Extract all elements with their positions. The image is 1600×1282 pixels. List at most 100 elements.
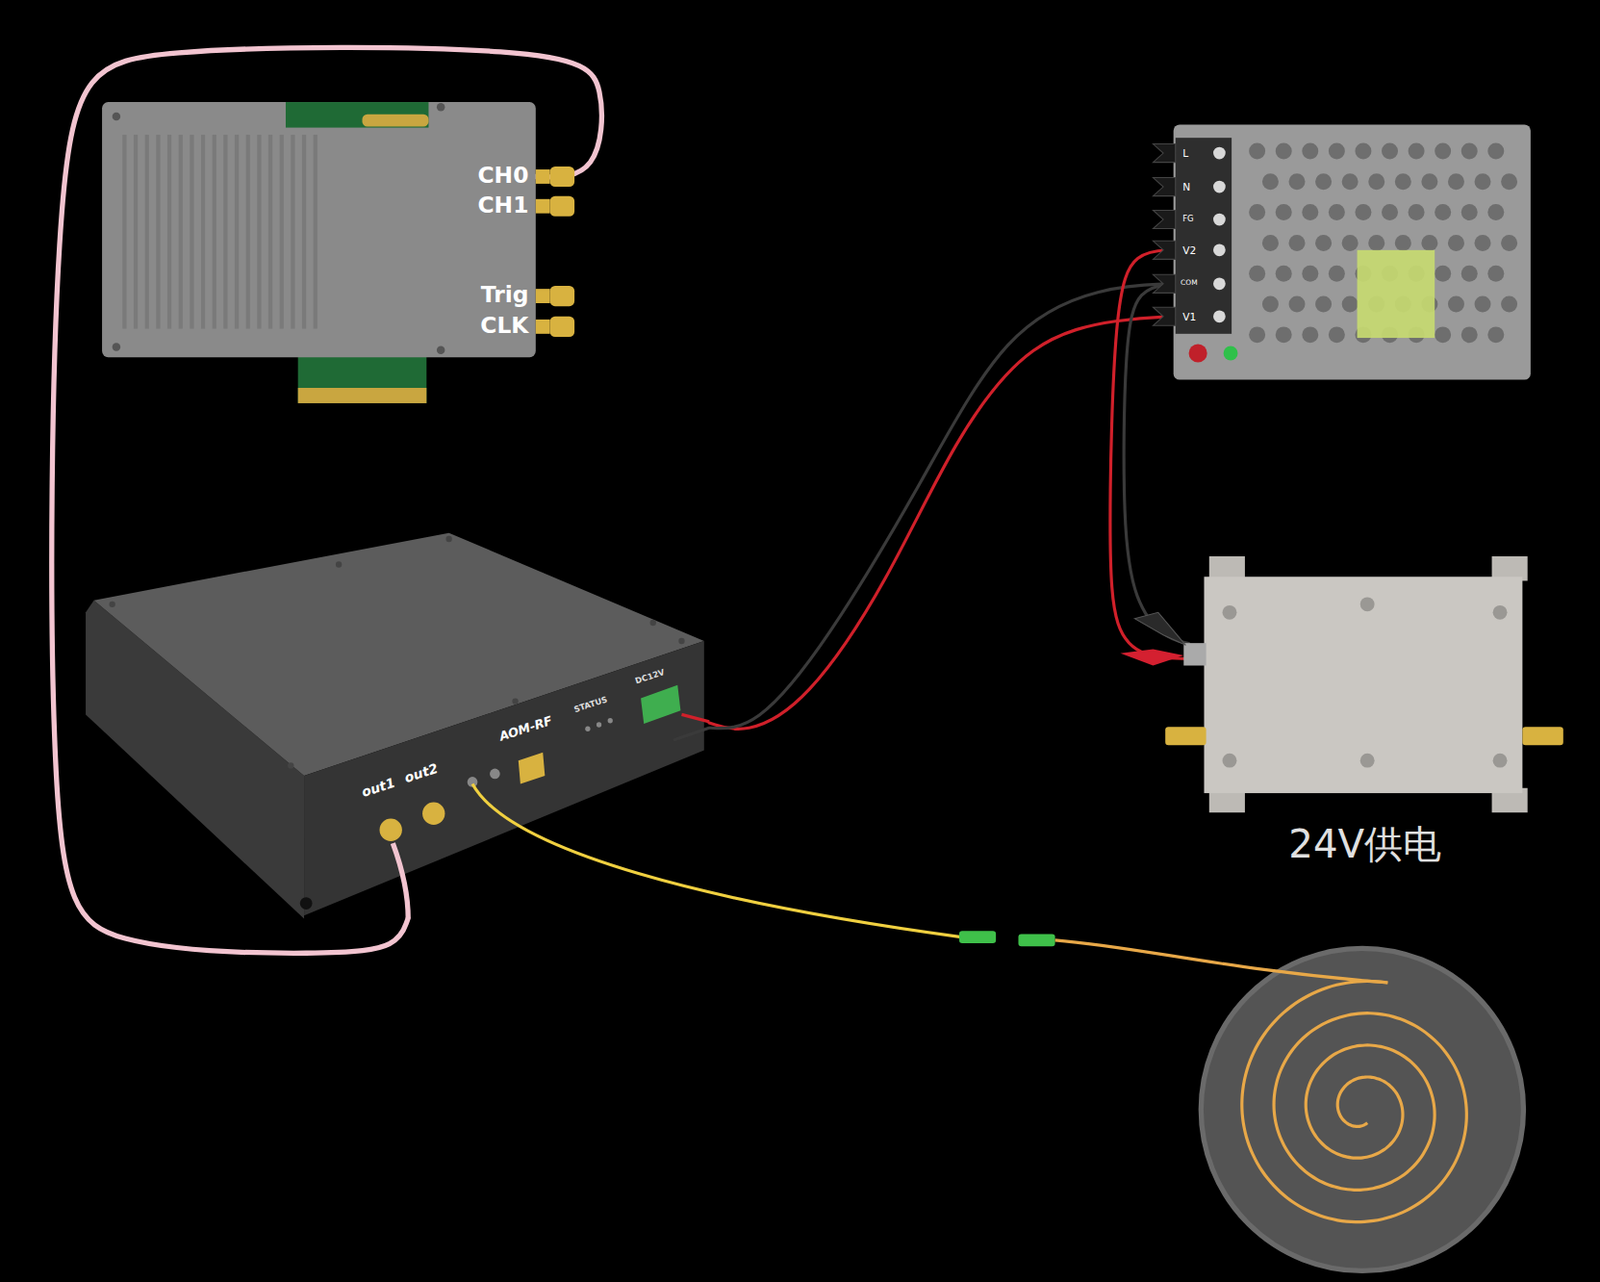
power-wire <box>709 283 1174 729</box>
port-label: out2 <box>403 761 440 786</box>
led-red <box>1189 343 1208 362</box>
terminal-tab <box>1152 209 1175 229</box>
vent-hole <box>1434 265 1451 282</box>
vent-hole <box>1500 234 1518 252</box>
sma <box>535 288 551 304</box>
terminal-label: FG <box>1182 214 1194 224</box>
vent-hole <box>1461 142 1478 159</box>
module-caption: 24V供电 <box>1288 823 1442 866</box>
vent-hole <box>1248 203 1266 221</box>
vent-hole <box>1248 142 1266 159</box>
vent-hole <box>1487 142 1504 159</box>
fiber-patch <box>472 784 962 938</box>
vent-slot <box>313 134 318 330</box>
box-screws <box>108 535 685 769</box>
vent-hole <box>1434 326 1451 343</box>
terminal-screw <box>1213 213 1226 227</box>
vent-hole <box>1474 234 1492 252</box>
vent-slot <box>122 134 127 330</box>
digitizer-card <box>101 101 575 404</box>
card-top-strip <box>285 101 429 128</box>
vent-slot <box>155 134 160 330</box>
out1-connector <box>380 818 403 841</box>
power-supply: LNFGV2COMV1 <box>1173 124 1531 380</box>
port-label: out1 <box>359 775 397 800</box>
terminal-screw <box>1213 243 1226 256</box>
fiber <box>472 784 1524 1271</box>
coil-lead <box>1055 939 1389 983</box>
vent-hole <box>1275 265 1293 282</box>
vent-hole <box>1354 203 1372 221</box>
vent-slot <box>279 134 284 330</box>
vent-hole <box>1421 173 1438 190</box>
vent-hole <box>1262 173 1279 190</box>
vent-hole <box>1434 203 1451 221</box>
card-body <box>101 101 536 357</box>
vent-hole <box>1262 234 1279 252</box>
vent-hole <box>1461 203 1478 221</box>
card-vents <box>122 134 318 330</box>
vent-hole <box>1315 234 1332 252</box>
screw <box>112 342 121 351</box>
vent-hole <box>1408 203 1425 221</box>
vent-hole <box>1342 173 1359 190</box>
vent-hole <box>1301 326 1319 343</box>
power-pins <box>1183 642 1206 665</box>
terminal-label: L <box>1182 147 1189 159</box>
label-patch <box>1357 250 1436 338</box>
pcie-edge <box>298 352 428 404</box>
vent-hole <box>1461 326 1478 343</box>
sma <box>550 285 575 306</box>
card-gold <box>362 114 430 127</box>
vent-slot <box>133 134 138 330</box>
vent-slot <box>256 134 261 330</box>
vent-hole <box>1500 173 1518 190</box>
vent-hole <box>1474 173 1492 190</box>
vent-slot <box>223 134 228 330</box>
vent-hole <box>1301 265 1319 282</box>
vent-hole <box>1474 296 1492 313</box>
vent-hole <box>1289 296 1306 313</box>
vent-hole <box>1381 203 1398 221</box>
vent-slot <box>302 134 306 330</box>
vent-hole <box>1487 203 1504 221</box>
vent-hole <box>1395 173 1412 190</box>
vent-hole <box>1434 142 1451 159</box>
instrument-box <box>85 533 710 919</box>
vent-hole <box>1408 142 1425 159</box>
power-supply <box>1152 124 1530 380</box>
vent-hole <box>1447 296 1465 313</box>
terminal-screw <box>1213 309 1226 323</box>
sma <box>550 316 575 337</box>
vent-hole <box>1421 234 1438 252</box>
vent-hole <box>1275 203 1293 221</box>
wire-stub <box>673 727 710 740</box>
port-label: CH0 <box>477 163 529 189</box>
card-top-strip <box>285 101 429 131</box>
vent-hole <box>1328 265 1346 282</box>
vent-hole <box>1275 142 1293 159</box>
vent-hole <box>1301 142 1319 159</box>
vent-hole <box>1487 265 1504 282</box>
sma <box>535 169 551 184</box>
power-wire <box>709 316 1174 730</box>
sma-connectors <box>535 166 575 337</box>
vent-slot <box>246 134 251 330</box>
terminal-tab <box>1152 177 1175 197</box>
vent-hole <box>1381 142 1398 159</box>
port-label: STATUS <box>573 695 610 715</box>
terminal-screw <box>1213 147 1226 160</box>
vent-hole <box>1447 173 1465 190</box>
status-leds <box>584 717 613 732</box>
instrument-box: out1out2AOM-RFSTATUSDC12V <box>86 531 710 919</box>
vent-slot <box>290 134 295 330</box>
coil-winding <box>1242 980 1468 1221</box>
fiber-connector <box>1017 933 1055 946</box>
vent-slot <box>189 134 194 330</box>
terminal-screw <box>1213 180 1226 194</box>
vent-hole <box>1368 173 1385 190</box>
terminal-label: V2 <box>1182 244 1196 256</box>
vent-hole <box>1368 234 1385 252</box>
terminal-tab <box>1152 274 1175 293</box>
